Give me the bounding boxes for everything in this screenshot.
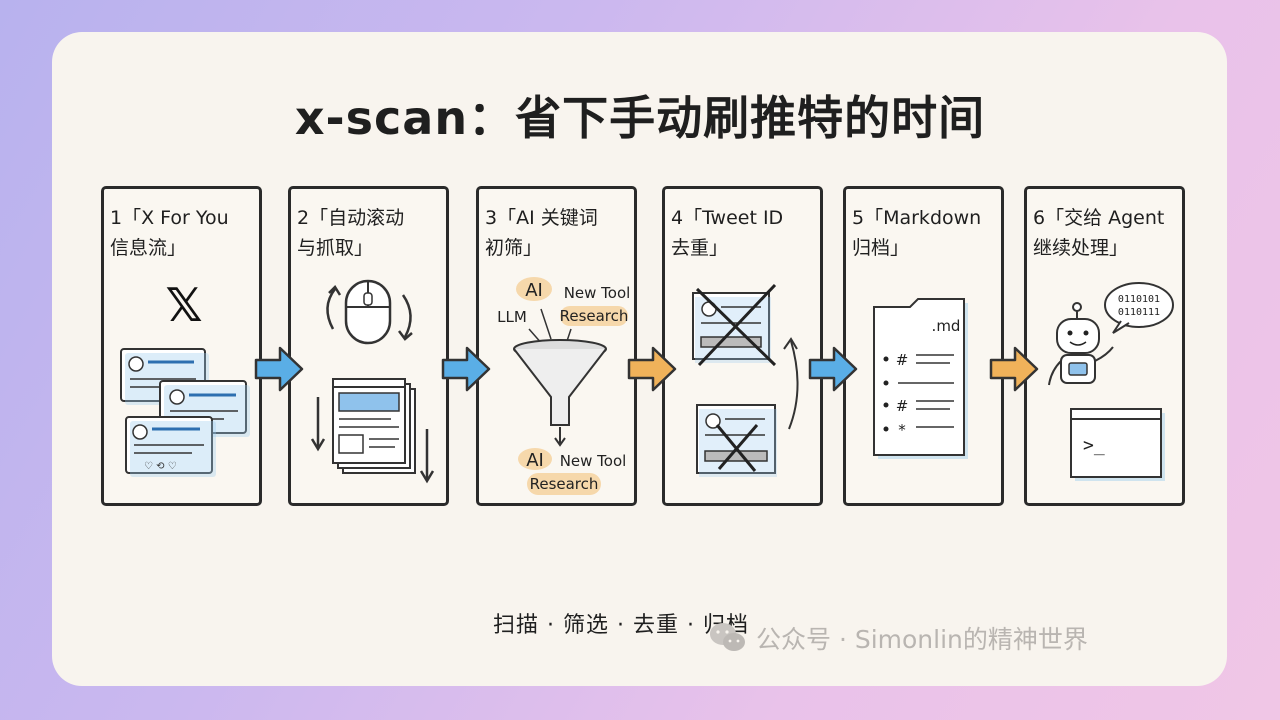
dedup-arrow-icon: [788, 340, 799, 430]
keyword-in-new-tool: New Tool: [564, 284, 631, 302]
step-3-panel: 3「AI 关键词 初筛」 AI New Tool LLM Research AI…: [476, 186, 637, 506]
funnel-icon: [513, 339, 607, 426]
markdown-file-icon: .md # # *: [873, 298, 968, 459]
keyword-in-llm: LLM: [497, 308, 527, 326]
markdown-archive-illustration: .md # # *: [873, 298, 968, 459]
duplicate-tweet-card-icon: [692, 283, 777, 367]
keyword-out-research: Research: [530, 475, 599, 493]
tweet-card-icon: ♡ ⟲ ♡: [125, 416, 216, 477]
keyword-in-research: Research: [560, 307, 629, 325]
scroll-up-arrow-icon: [326, 288, 337, 330]
svg-text:0110101: 0110101: [1118, 294, 1160, 305]
terminal-prompt: >_: [1083, 435, 1105, 456]
wechat-icon: [710, 623, 745, 651]
x-feed-illustration: 𝕏 ♡ ⟲ ♡: [120, 278, 250, 477]
dedup-illustration: [692, 283, 799, 477]
step-4-panel: 4「Tweet ID 去重」: [662, 186, 823, 506]
step-5-panel: 5「Markdown 归档」 .md # # *: [843, 186, 1004, 506]
keyword-funnel-illustration: AI New Tool LLM Research AI New Tool Res…: [497, 277, 631, 495]
step-6-panel: 6「交给 Agent 继续处理」 0110101 0110111 >_: [1024, 186, 1185, 506]
watermark: 公众号 · Simonlin的精神世界: [708, 620, 1088, 656]
flow-arrow-icon: [989, 346, 1039, 392]
flow-arrow-icon: [441, 346, 491, 392]
step-3-label: 3「AI 关键词 初筛」: [485, 207, 598, 259]
svg-text:#: #: [896, 351, 909, 369]
step-2-panel: 2「自动滚动 与抓取」: [288, 186, 449, 506]
terminal-icon: >_: [1070, 408, 1165, 481]
watermark-text: 公众号 · Simonlin的精神世界: [756, 625, 1088, 654]
speech-bubble-icon: 0110101 0110111: [1104, 282, 1174, 334]
step-2-label: 2「自动滚动 与抓取」: [297, 207, 405, 259]
svg-text:*: *: [898, 421, 906, 439]
step-1-label: 1「X For You 信息流」: [110, 207, 229, 259]
mouse-icon: [344, 279, 392, 345]
keyword-out-ai: AI: [526, 450, 544, 471]
browser-pages-icon: [332, 378, 416, 474]
agent-handoff-illustration: 0110101 0110111 >_: [1048, 282, 1174, 481]
keyword-out-new-tool: New Tool: [560, 452, 627, 470]
step-1-panel: 1「X For You 信息流」 𝕏 ♡ ⟲ ♡: [101, 186, 262, 506]
svg-text:#: #: [896, 397, 909, 415]
scroll-down-arrow-icon: [401, 294, 412, 338]
svg-text:♡ ⟲ ♡: ♡ ⟲ ♡: [144, 461, 177, 472]
page-title: x-scan：省下手动刷推特的时间: [294, 91, 986, 145]
scroll-scrape-illustration: [310, 279, 435, 484]
file-extension: .md: [932, 317, 961, 335]
flow-arrow-icon: [627, 346, 677, 392]
duplicate-tweet-card-icon: [696, 404, 777, 477]
step-6-label: 6「交给 Agent 继续处理」: [1033, 207, 1165, 259]
step-4-label: 4「Tweet ID 去重」: [671, 207, 784, 259]
keyword-in-ai: AI: [525, 280, 543, 301]
footer-tagline: 扫描 · 筛选 · 去重 · 归档: [493, 613, 749, 638]
x-logo-icon: 𝕏: [165, 278, 202, 332]
flow-arrow-icon: [808, 346, 858, 392]
step-5-label: 5「Markdown 归档」: [852, 207, 982, 259]
robot-icon: [1048, 302, 1114, 386]
svg-text:0110111: 0110111: [1118, 307, 1160, 318]
flow-arrow-icon: [254, 346, 304, 392]
